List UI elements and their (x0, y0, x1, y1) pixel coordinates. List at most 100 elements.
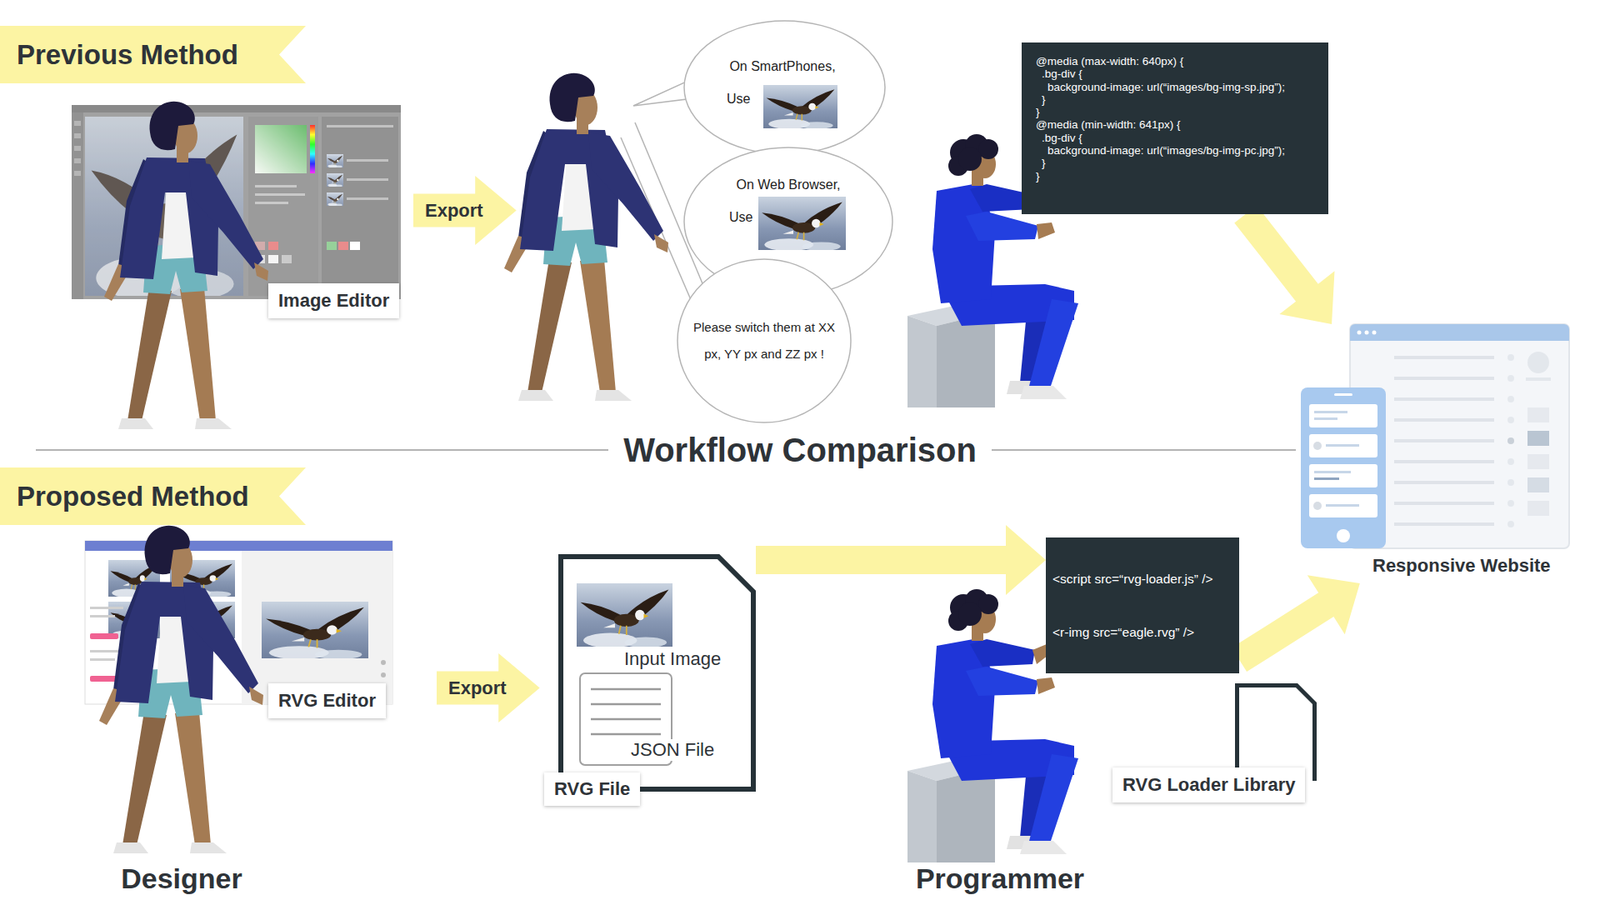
rvg-editor-screenshot-part (241, 550, 393, 705)
website-illustration (1300, 324, 1570, 549)
website-illustration-part (1314, 410, 1348, 414)
code2-node: <script src=“rvg-loader.js” /><r-img src… (1045, 537, 1240, 674)
website-illustration-part (1314, 417, 1338, 420)
website-illustration-part (1309, 494, 1378, 518)
export-text: Export (425, 200, 484, 222)
flow-arrow (1234, 205, 1335, 325)
eagle-photo (576, 583, 673, 648)
eagle-photo (758, 196, 846, 251)
speech-bubble (677, 259, 851, 423)
banner-node: Proposed Method (0, 467, 306, 525)
eagle-photo (763, 85, 838, 130)
designer-figure (504, 73, 669, 401)
code-text: } (1035, 93, 1315, 106)
flow-arrow (755, 525, 1046, 595)
website-illustration-part (1394, 376, 1495, 380)
speech-bubble-shape (683, 20, 886, 155)
website-illustration-part (1313, 441, 1322, 450)
loader-node: RVG Loader Library (1112, 683, 1317, 803)
rvg-editor-screenshot-part (85, 540, 393, 551)
website-illustration-part (1507, 520, 1515, 528)
website-illustration-part (1394, 439, 1495, 443)
code-text: @media (max-width: 640px) { (1035, 55, 1315, 68)
bubble-node: On SmartPhones,Use (683, 20, 886, 155)
website-illustration-part (1394, 355, 1495, 360)
website-illustration-part (1394, 522, 1495, 526)
block-arrow (413, 175, 517, 245)
export-node: Export (436, 653, 540, 723)
doc-text: Input Image (622, 648, 723, 670)
file-icon-line (590, 718, 661, 721)
json-node: JSON File (579, 672, 720, 766)
code-node: @media (max-width: 640px) {.bg-div {back… (1021, 42, 1329, 215)
website-illustration-part (1507, 375, 1515, 382)
banner-text: Previous Method (16, 38, 239, 72)
label-text: Image Editor (278, 289, 390, 313)
rvg-editor-screenshot-part (90, 675, 119, 682)
website-illustration-part (1394, 397, 1495, 401)
designer-figure (104, 101, 269, 430)
circle-node: Please switch them at XX px, YY px and Z… (676, 258, 852, 424)
website-illustration-part (1334, 393, 1353, 396)
doc-node: Input ImageRVG FileJSON File (558, 554, 756, 792)
flow-arrow (1231, 575, 1360, 672)
json-text: JSON File (629, 739, 716, 761)
rvg-editor-screenshot-part (90, 658, 115, 661)
bubble-text: On Web Browser, (735, 176, 840, 194)
website-illustration-part (1325, 504, 1360, 507)
document-outline (560, 556, 754, 790)
website-illustration-part (1314, 477, 1340, 480)
website-illustration-part (1507, 458, 1515, 465)
code-text: @media (min-width: 641px) { (1035, 118, 1315, 131)
website-illustration-part (1394, 418, 1495, 422)
website-illustration-part (1365, 330, 1370, 335)
banner-ribbon (0, 467, 306, 525)
website-illustration-part (1507, 479, 1515, 486)
website-illustration-part (1309, 404, 1378, 428)
export-text: Export (448, 677, 507, 700)
code-text: .bg-div { (1035, 67, 1315, 80)
speech-bubble-shape (676, 258, 852, 424)
website-illustration-part (1527, 500, 1550, 516)
rvg-editor-screenshot-part (90, 606, 124, 610)
code-text: background-image: url(“images/bg-img-sp.… (1035, 80, 1315, 94)
circle-text: Please switch them at XX px, YY px and Z… (692, 314, 836, 368)
website-illustration-part (1350, 324, 1570, 341)
rvg-editor-screenshot-part (90, 633, 119, 640)
website-illustration-part (1394, 501, 1495, 505)
website-illustration-part (1372, 330, 1377, 335)
website-illustration-part (1314, 470, 1351, 474)
website-illustration-part (1507, 395, 1515, 403)
rvg-editor-screenshot-part (90, 615, 115, 618)
website-illustration-part (1527, 430, 1550, 446)
website-illustration-part (1309, 434, 1378, 458)
code-text: } (1035, 105, 1315, 119)
file-icon-line (590, 733, 661, 736)
code2-text: <script src=“rvg-loader.js” /> (1052, 570, 1233, 588)
label-text: RVG Editor (278, 689, 376, 713)
code-text: .bg-div { (1035, 131, 1315, 145)
role-label: Programmer (915, 861, 1085, 895)
website-illustration-part (1527, 407, 1550, 423)
code-text: } (1035, 156, 1315, 170)
website-illustration-part (1350, 334, 1570, 341)
banner-ribbon (0, 25, 306, 84)
website-illustration-part (1507, 416, 1515, 424)
website-illustration-part (1309, 464, 1378, 488)
website-illustration-part (1325, 444, 1360, 447)
website-illustration-part (1507, 500, 1515, 507)
website-illustration-part (1394, 460, 1495, 464)
label-node: Image Editor (268, 283, 400, 319)
website-illustration-part (1527, 351, 1550, 374)
website-illustration-part (1527, 454, 1550, 470)
file-icon-line (590, 688, 661, 691)
label-node: RVG Editor (268, 683, 386, 719)
rvg-editor-screenshot-part (261, 601, 369, 660)
website-illustration-part (1300, 387, 1386, 549)
doc-text: RVG File (544, 772, 640, 806)
file-icon-line (590, 703, 661, 706)
rvg-editor-screenshot-part (380, 660, 386, 665)
role-label: Designer (120, 861, 243, 895)
export-node: Export (413, 175, 517, 245)
